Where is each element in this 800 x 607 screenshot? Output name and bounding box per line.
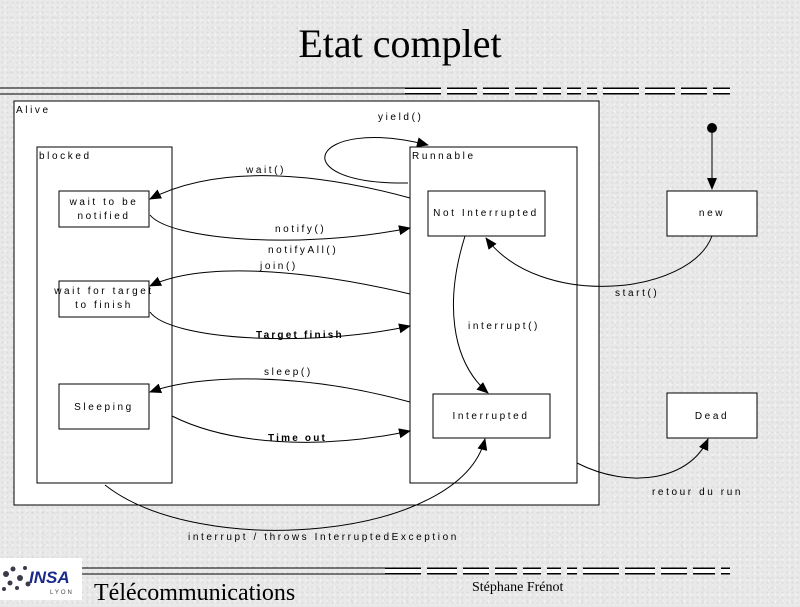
arrow-time-out: [171, 415, 411, 443]
top-separator: [0, 87, 730, 95]
label-interrupt: interrupt(): [468, 321, 540, 332]
arrow-interrupt: [453, 235, 489, 394]
arrow-start: [485, 235, 713, 287]
arrow-notify: [149, 214, 411, 241]
state-sleeping: Sleeping: [58, 383, 150, 430]
label-time-out: Time out: [268, 433, 327, 444]
label-start: start(): [615, 288, 659, 299]
insa-logo: INSA LYON: [0, 558, 82, 600]
arrow-interrupt-throws: [104, 438, 488, 531]
state-wait-for-target-line2: to finish: [75, 300, 133, 311]
label-yield: yield(): [378, 112, 423, 123]
footer-department: Télécommunications: [94, 580, 296, 606]
bottom-separator: [80, 567, 730, 575]
blocked-group-label: blocked: [39, 151, 92, 162]
state-sleeping-label: Sleeping: [74, 402, 134, 413]
arrow-end-of-run: [576, 438, 709, 479]
state-interrupted: Interrupted: [432, 393, 551, 439]
footer-author: Stéphane Frénot: [472, 580, 564, 595]
label-interrupt-throws: interrupt / throws InterruptedException: [188, 532, 459, 543]
label-end-of-run: retour du run: [652, 487, 743, 498]
arrow-join: [149, 270, 411, 295]
insa-logo-text: INSA: [29, 568, 70, 587]
label-wait: wait(): [245, 165, 286, 176]
insa-logo-subtext: LYON: [50, 590, 74, 596]
state-wait-to-be-notified-line2: notified: [77, 211, 130, 222]
label-sleep: sleep(): [264, 367, 313, 378]
state-not-interrupted: Not Interrupted: [427, 190, 546, 237]
state-wait-to-be-notified: wait to be notified: [58, 190, 150, 228]
runnable-group-label: Runnable: [412, 151, 476, 162]
arrow-yield: [324, 137, 429, 184]
state-interrupted-label: Interrupted: [453, 411, 530, 422]
label-notify: notify(): [275, 224, 326, 235]
state-new: new: [666, 190, 758, 237]
state-new-label: new: [699, 208, 725, 219]
arrow-sleep: [149, 378, 411, 403]
state-dead-label: Dead: [695, 411, 729, 422]
label-join: join(): [259, 261, 298, 272]
initial-state-dot: [707, 123, 717, 133]
state-dead: Dead: [666, 392, 758, 439]
state-not-interrupted-label: Not Interrupted: [433, 208, 539, 219]
alive-group-label: Alive: [16, 105, 51, 116]
state-wait-to-be-notified-line1: wait to be: [69, 197, 139, 208]
slide-title: Etat complet: [298, 21, 502, 66]
label-notify-all: notifyAll(): [268, 245, 338, 256]
label-target-finish: Target finish: [256, 330, 344, 341]
arrow-wait: [149, 175, 411, 200]
state-wait-for-target-line1: wait for target: [53, 286, 154, 297]
arrow-target-finish: [149, 311, 411, 340]
state-wait-for-target: wait for target to finish: [53, 280, 154, 318]
